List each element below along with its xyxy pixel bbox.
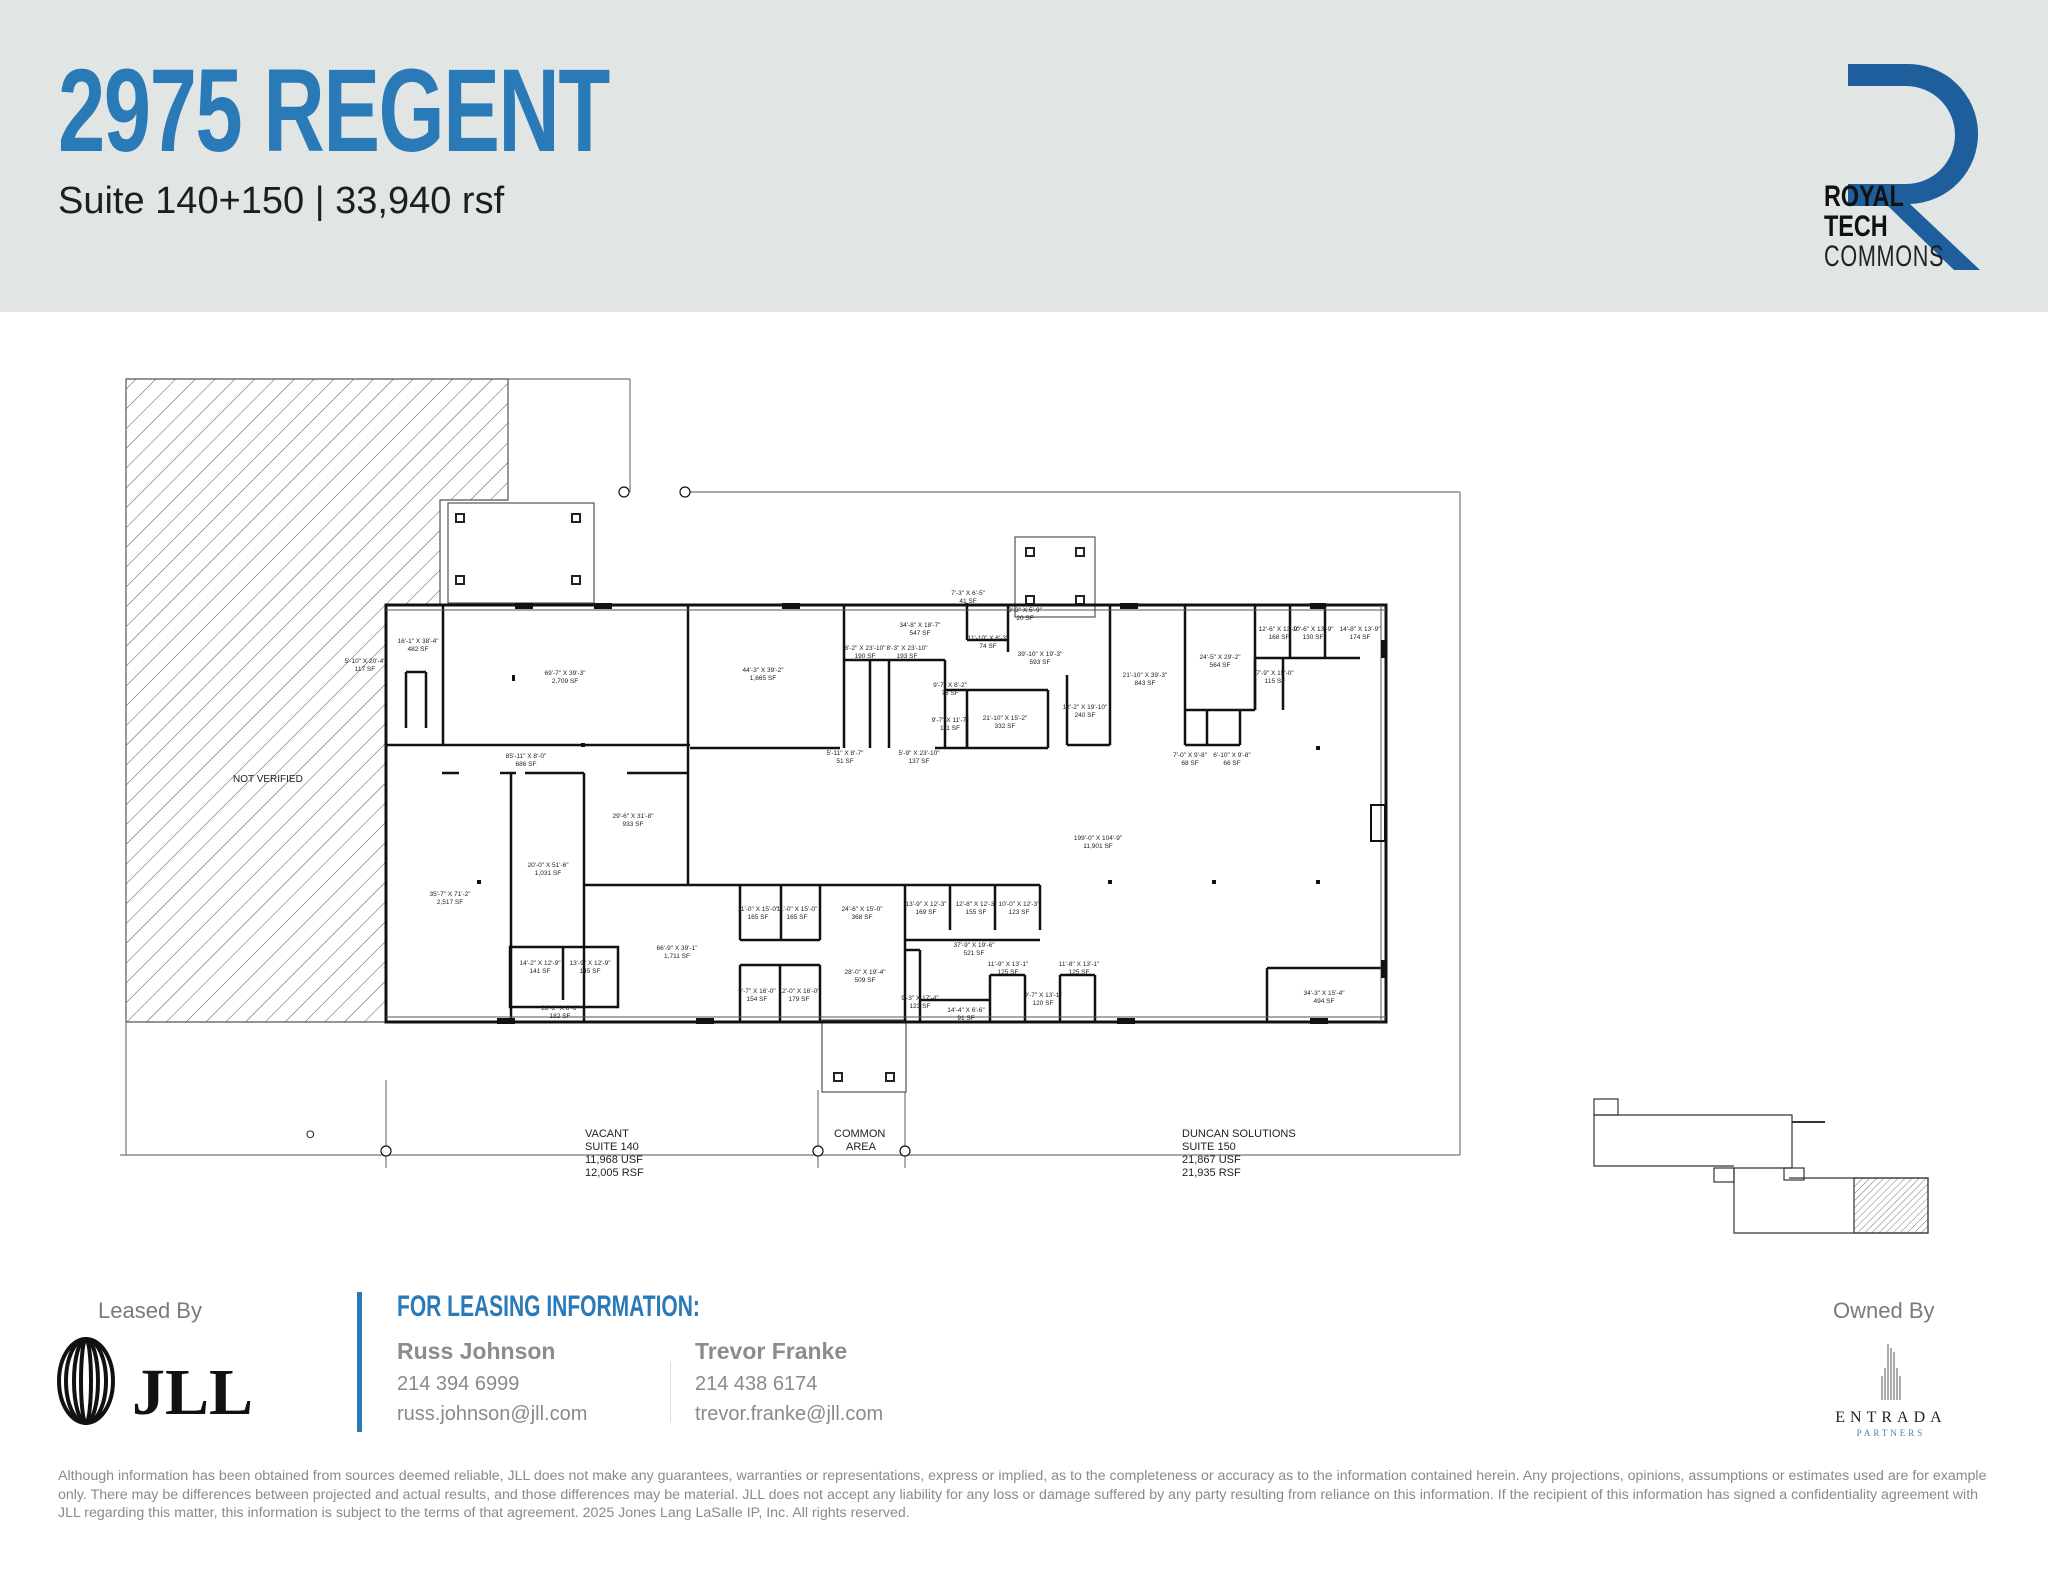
page-subtitle: Suite 140+150 | 33,940 rsf <box>58 180 505 222</box>
floor-plan: NOT VERIFIED <box>0 312 2048 1252</box>
svg-text:12'-8" X 12'-3"155 SF: 12'-8" X 12'-3"155 SF <box>955 901 997 916</box>
svg-text:12'-6" X 13'-9"168 SF: 12'-6" X 13'-9"168 SF <box>1258 626 1300 641</box>
svg-text:39'-10" X 19'-3"593 SF: 39'-10" X 19'-3"593 SF <box>1018 651 1063 666</box>
svg-text:21'-10" X 39'-3"843 SF: 21'-10" X 39'-3"843 SF <box>1123 672 1168 687</box>
svg-text:28'-2" X 8'-6"182 SF: 28'-2" X 8'-6"182 SF <box>541 1005 579 1020</box>
svg-text:PARTNERS: PARTNERS <box>1857 1428 1926 1438</box>
svg-text:9'-7" X 8'-2"78 SF: 9'-7" X 8'-2"78 SF <box>933 682 968 697</box>
svg-text:9'-3" X 17'-4"123 SF: 9'-3" X 17'-4"123 SF <box>901 995 939 1010</box>
svg-text:21'-10" X 15'-2"332 SF: 21'-10" X 15'-2"332 SF <box>983 715 1028 730</box>
svg-text:10'-6" X 13'-9"130 SF: 10'-6" X 13'-9"130 SF <box>1292 626 1334 641</box>
svg-text:69'-7" X 39'-3"2,709 SF: 69'-7" X 39'-3"2,709 SF <box>544 670 586 685</box>
royal-tech-commons-logo: ROYAL TECH COMMONS <box>1824 180 1945 273</box>
svg-text:24'-5" X 29'-2"564 SF: 24'-5" X 29'-2"564 SF <box>1199 654 1241 669</box>
svg-text:JLL: JLL <box>132 1356 253 1426</box>
svg-text:24'-6" X 15'-0"368 SF: 24'-6" X 15'-0"368 SF <box>841 906 883 921</box>
svg-text:12'-2" X 19'-10"240 SF: 12'-2" X 19'-10"240 SF <box>1063 704 1108 719</box>
svg-text:7'-0" X 9'-8"68 SF: 7'-0" X 9'-8"68 SF <box>1173 752 1208 767</box>
svg-text:13'-9" X 12'-3"169 SF: 13'-9" X 12'-3"169 SF <box>905 901 947 916</box>
floor-plan-drawing: NOT VERIFIED <box>120 378 1929 1234</box>
svg-text:14'-4" X 6'-6"91 SF: 14'-4" X 6'-6"91 SF <box>947 1007 985 1022</box>
svg-text:8'-2" X 23'-10"190 SF: 8'-2" X 23'-10"190 SF <box>844 645 886 660</box>
svg-text:9'-7" X 13'-1"120 SF: 9'-7" X 13'-1"120 SF <box>1024 992 1062 1007</box>
svg-text:7'-9" X 15'-0"115 SF: 7'-9" X 15'-0"115 SF <box>1256 670 1294 685</box>
legal-disclaimer: Although information has been obtained f… <box>58 1468 1987 1521</box>
svg-text:34'-3" X 15'-4"494 SF: 34'-3" X 15'-4"494 SF <box>1303 990 1345 1005</box>
contact-card: Trevor Franke 214 438 6174 trevor.franke… <box>695 1338 883 1433</box>
page-title: 2975 REGENT <box>58 45 610 177</box>
room-labels: 16'-1" X 38'-4"482 SF 5'-10" X 20'-4"117… <box>344 590 1381 1022</box>
svg-text:14'-2" X 12'-9"141 SF: 14'-2" X 12'-9"141 SF <box>519 960 561 975</box>
svg-text:34'-8" X 18'-7"547 SF: 34'-8" X 18'-7"547 SF <box>899 622 941 637</box>
jll-logo-icon: JLL <box>57 1337 253 1426</box>
svg-text:11'-9" X 13'-1"125 SF: 11'-9" X 13'-1"125 SF <box>988 961 1029 976</box>
svg-text:16'-1" X 38'-4"482 SF: 16'-1" X 38'-4"482 SF <box>397 638 439 653</box>
svg-text:6'-10" X 9'-8"66 SF: 6'-10" X 9'-8"66 SF <box>1213 752 1251 767</box>
leasing-heading: FOR LEASING INFORMATION: <box>397 1290 700 1323</box>
contact-card: Russ Johnson 214 394 6999 russ.johnson@j… <box>397 1338 587 1433</box>
svg-text:10'-0" X 12'-3"123 SF: 10'-0" X 12'-3"123 SF <box>998 901 1040 916</box>
svg-text:66'-9" X 39'-1"1,711 SF: 66'-9" X 39'-1"1,711 SF <box>656 945 698 960</box>
svg-text:NOT VERIFIED: NOT VERIFIED <box>233 774 303 785</box>
svg-text:O: O <box>306 1129 315 1141</box>
svg-text:11'-0" X 15'-0"165 SF: 11'-0" X 15'-0"165 SF <box>777 906 818 921</box>
svg-text:ENTRADA: ENTRADA <box>1835 1409 1946 1426</box>
contact-phone[interactable]: 214 394 6999 <box>397 1373 520 1395</box>
not-verified-area: NOT VERIFIED <box>125 378 509 1023</box>
svg-text:20'-0" X 51'-6"1,031 SF: 20'-0" X 51'-6"1,031 SF <box>527 862 569 877</box>
svg-text:5'-10" X 20'-4"117 SF: 5'-10" X 20'-4"117 SF <box>344 658 386 673</box>
svg-text:29'-6" X 31'-8"933 SF: 29'-6" X 31'-8"933 SF <box>612 813 654 828</box>
svg-text:7'-3" X 6'-5"41 SF: 7'-3" X 6'-5"41 SF <box>951 590 986 605</box>
building-outline <box>384 603 1388 1024</box>
svg-text:9'-7" X 11'-7"111 SF: 9'-7" X 11'-7"111 SF <box>932 717 970 732</box>
svg-text:9'-7" X 16'-0"154 SF: 9'-7" X 16'-0"154 SF <box>738 988 776 1003</box>
svg-text:85'-11" X 8'-0"686 SF: 85'-11" X 8'-0"686 SF <box>506 753 547 768</box>
contact-name: Trevor Franke <box>695 1338 848 1364</box>
svg-text:8'-3" X 23'-10"193 SF: 8'-3" X 23'-10"193 SF <box>886 645 928 660</box>
contact-email[interactable]: russ.johnson@jll.com <box>397 1403 588 1425</box>
contact-phone[interactable]: 214 438 6174 <box>695 1373 818 1395</box>
svg-text:35'-7" X 71'-2"2,517 SF: 35'-7" X 71'-2"2,517 SF <box>429 891 471 906</box>
leased-by-label: Leased By <box>98 1298 202 1323</box>
r-logo-icon <box>1826 63 1980 270</box>
svg-text:14'-8" X 13'-9"174 SF: 14'-8" X 13'-9"174 SF <box>1339 626 1381 641</box>
svg-text:44'-3" X 39'-2"1,665 SF: 44'-3" X 39'-2"1,665 SF <box>742 667 784 682</box>
contact-email[interactable]: trevor.franke@jll.com <box>695 1403 884 1425</box>
svg-text:28'-0" X 19'-4"509 SF: 28'-0" X 19'-4"509 SF <box>844 969 886 984</box>
owned-by-label: Owned By <box>1833 1298 1935 1323</box>
svg-text:5'-11" X 8'-7"51 SF: 5'-11" X 8'-7"51 SF <box>827 750 865 765</box>
header-banner: 2975 REGENT Suite 140+150 | 33,940 rsf R… <box>0 0 2048 312</box>
svg-text:12'-0" X 16'-0"179 SF: 12'-0" X 16'-0"179 SF <box>778 988 820 1003</box>
svg-text:3'-3" X 5'-9"20 SF: 3'-3" X 5'-9"20 SF <box>1008 607 1043 622</box>
key-plan <box>1593 1098 1929 1234</box>
svg-text:11'-8" X 13'-1"125 SF: 11'-8" X 13'-1"125 SF <box>1059 961 1100 976</box>
entrada-partners-logo-icon: ENTRADA PARTNERS <box>1835 1344 1946 1438</box>
contact-name: Russ Johnson <box>397 1338 556 1364</box>
section-divider <box>357 1292 362 1432</box>
svg-text:37'-9" X 19'-6"521 SF: 37'-9" X 19'-6"521 SF <box>953 942 995 957</box>
svg-text:11'-10" X 6'-3"74 SF: 11'-10" X 6'-3"74 SF <box>968 635 1009 650</box>
svg-text:11'-0" X 15'-0"165 SF: 11'-0" X 15'-0"165 SF <box>738 906 779 921</box>
svg-text:5'-9" X 23'-10"137 SF: 5'-9" X 23'-10"137 SF <box>898 750 940 765</box>
svg-text:199'-0" X 104'-9"11,901 SF: 199'-0" X 104'-9"11,901 SF <box>1074 835 1123 850</box>
contact-divider <box>670 1362 671 1422</box>
svg-text:13'-9" X 12'-9"145 SF: 13'-9" X 12'-9"145 SF <box>569 960 611 975</box>
